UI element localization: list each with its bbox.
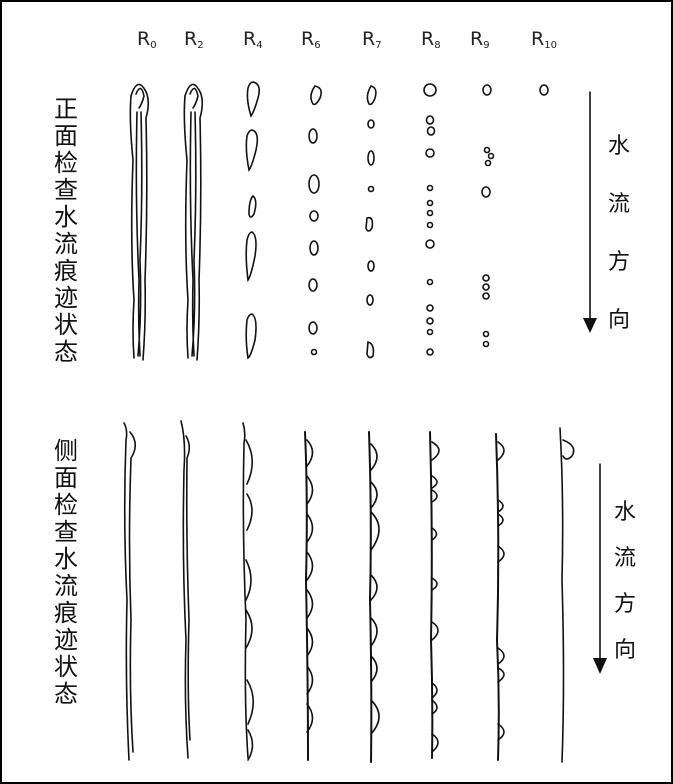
front-trace-r0 <box>130 84 148 360</box>
side-trace-r7 <box>369 432 379 762</box>
side-trace-r0 <box>124 423 135 760</box>
front-trace-r6 <box>309 86 321 355</box>
side-trace-r2 <box>181 421 190 758</box>
flow-arrow-bottom <box>593 464 607 674</box>
side-trace-r9 <box>496 434 504 760</box>
front-trace-r10 <box>540 85 548 95</box>
side-trace-r6 <box>305 432 313 760</box>
front-trace-r4 <box>246 82 259 358</box>
front-trace-r7 <box>366 86 376 358</box>
front-trace-r9 <box>482 85 494 347</box>
side-trace-r10 <box>560 428 574 762</box>
front-trace-r8 <box>424 84 436 355</box>
side-trace-r8 <box>430 432 439 758</box>
flow-arrow-top <box>583 92 597 333</box>
side-trace-r4 <box>243 423 253 760</box>
front-trace-r2 <box>184 84 202 360</box>
